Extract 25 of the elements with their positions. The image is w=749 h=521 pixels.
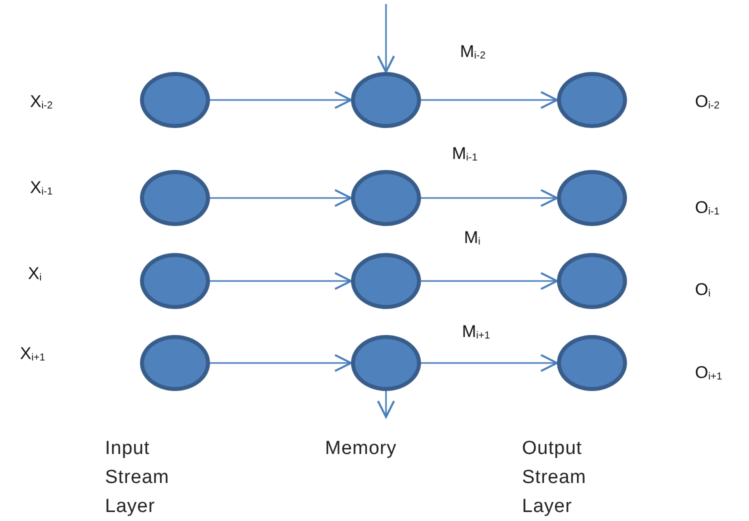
row-label: O$_{i}$ [695,280,710,302]
row-label: X$_{i-1}$ [30,178,53,200]
row-label: X$_{i}$ [28,264,42,286]
arrow [421,272,558,290]
arrow [210,189,352,207]
layer-label: Input Stream Layer [105,437,170,519]
layer-label: Memory [325,437,398,461]
row-label: X$_{i-2}$ [30,92,53,114]
row-label: O$_{i-2}$ [695,92,720,114]
arrow [421,189,558,207]
row-label: O$_{i-1}$ [695,198,720,220]
layer-label: Output Stream Layer [522,437,588,519]
arrow [377,4,395,73]
row-label: X$_{i+1}$ [20,344,46,366]
arrow [210,354,352,372]
node-label: M$_{i-1}$ [452,144,478,166]
node-label: M$_{i}$ [464,228,480,250]
arrow [421,354,558,372]
node-label: M$_{i-2}$ [460,42,486,64]
node-label: M$_{i+1}$ [462,322,490,344]
arrow [210,91,352,109]
arrow [377,391,395,418]
arrow [421,91,558,109]
row-label: O$_{i+1}$ [695,363,722,385]
arrow [210,272,352,290]
